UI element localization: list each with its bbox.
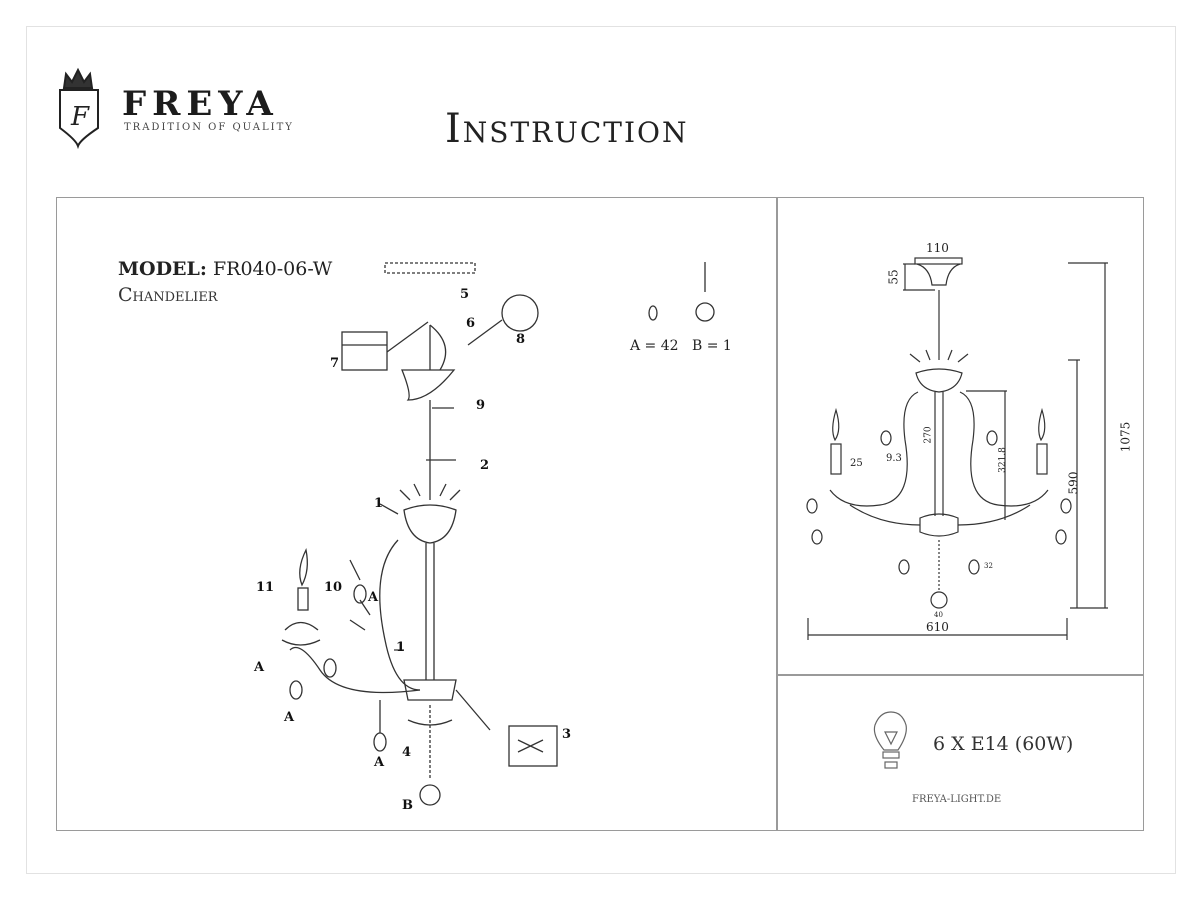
step-label: 9 — [476, 398, 486, 413]
crystal-count-a: A = 42 — [630, 338, 679, 354]
step-label: 6 — [466, 316, 476, 331]
dim-canopy-width: 110 — [926, 241, 949, 255]
dim-canopy-height: 55 — [886, 269, 901, 285]
bulb-spec: 6 X E14 (60W) — [933, 733, 1074, 755]
step-label: 7 — [330, 356, 340, 371]
dim-ball: 40 — [934, 611, 943, 619]
page-title: Instruction — [445, 106, 689, 152]
step-label: 8 — [516, 332, 526, 347]
model-value: FR040-06-W — [212, 258, 333, 280]
assembly-panel — [56, 197, 778, 831]
crystal-marker: A — [374, 755, 385, 770]
dim-body-height: 590 — [1066, 471, 1081, 495]
bulb-icon — [873, 711, 907, 769]
step-label: 11 — [256, 580, 275, 595]
step-label: 3 — [562, 727, 572, 742]
crystal-marker: B — [402, 798, 413, 813]
step-label: 2 — [480, 458, 490, 473]
crystal-marker: A — [284, 710, 295, 725]
model-label: MODEL: — [118, 258, 207, 280]
freya-logo-icon — [59, 67, 99, 150]
specs-panel — [776, 674, 1144, 831]
step-label: 1 — [396, 640, 406, 655]
dim-candle: 25 — [850, 458, 863, 469]
step-label: 4 — [402, 745, 412, 760]
crystal-marker: A — [368, 590, 379, 605]
dim-total-height: 1075 — [1118, 421, 1133, 453]
assembly-diagram — [281, 262, 715, 806]
brand-tagline: TRADITION OF QUALITY — [124, 122, 294, 133]
logo-letter: F — [70, 102, 90, 132]
step-label: 10 — [324, 580, 343, 595]
crystal-marker: A — [254, 660, 265, 675]
step-label: 1 — [374, 496, 384, 511]
dim-width: 610 — [926, 620, 949, 634]
dim-stem: 270 — [923, 426, 934, 444]
dimensions-panel — [776, 197, 1144, 676]
model-line: MODEL: FR040-06-W — [118, 258, 332, 280]
dimension-diagram — [806, 257, 1108, 640]
dim-arm-height: 321.8 — [997, 447, 1008, 473]
step-label: 5 — [460, 287, 470, 302]
dim-tube: 9.3 — [886, 453, 902, 464]
page-frame — [26, 26, 1176, 874]
website: FREYA-LIGHT.DE — [912, 794, 1002, 805]
crystal-count-b: B = 1 — [692, 338, 732, 354]
product-type: Chandelier — [118, 284, 218, 306]
brand-name: FREYA — [122, 84, 279, 124]
dim-drop: 32 — [984, 562, 993, 570]
